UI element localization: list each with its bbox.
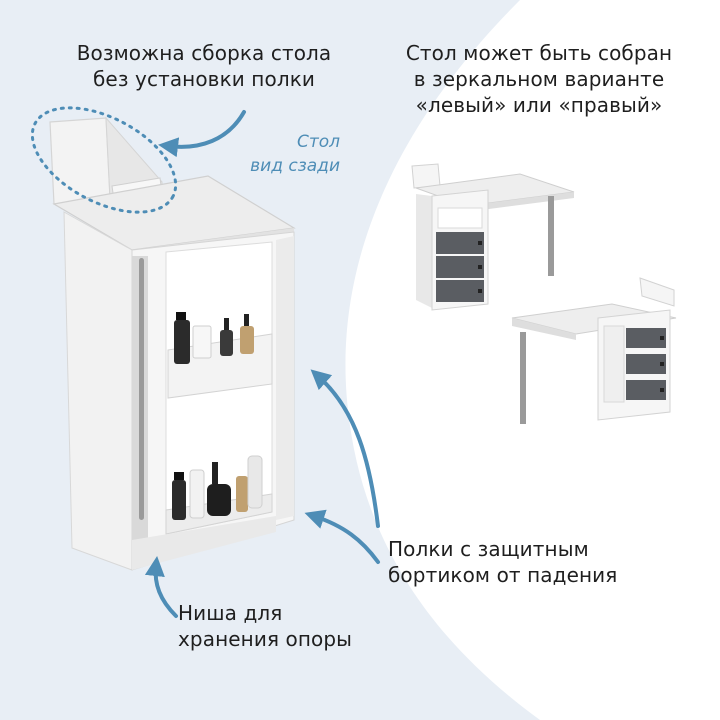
caption-line: бортиком от падения: [388, 563, 618, 587]
curved-arrow-icon: [310, 369, 380, 528]
caption-line: Стол может быть собран: [405, 41, 673, 65]
mirror-caption: Стол может быть собран в зеркальном вари…: [372, 40, 706, 118]
table-right-variant: [511, 277, 677, 424]
curved-arrow-icon: [144, 556, 178, 618]
caption-line: Полки с защитным: [388, 537, 589, 561]
caption-line: «левый» или «правый»: [415, 93, 663, 117]
caption-line: Возможна сборка стола: [76, 41, 332, 65]
table-left-variant: [411, 163, 575, 311]
upper-bottles: [174, 312, 254, 364]
curved-arrow-icon: [158, 110, 246, 158]
curved-arrow-icon: [304, 509, 380, 564]
caption-line: в зеркальном варианте: [413, 67, 665, 91]
assembly-caption: Возможна сборка стола без установки полк…: [44, 40, 364, 92]
caption-line: Стол: [296, 132, 340, 152]
niche-caption: Ниша для хранения опоры: [178, 600, 398, 652]
dotted-ellipse-icon: [30, 106, 178, 214]
caption-line: без установки полки: [93, 67, 315, 91]
rear-view-label: Стол вид сзади: [210, 130, 340, 178]
caption-line: Ниша для: [178, 601, 283, 625]
caption-line: хранения опоры: [178, 627, 353, 651]
caption-line: вид сзади: [250, 156, 340, 176]
shelves-caption: Полки с защитным бортиком от падения: [388, 536, 668, 588]
lower-bottles: [172, 455, 263, 520]
